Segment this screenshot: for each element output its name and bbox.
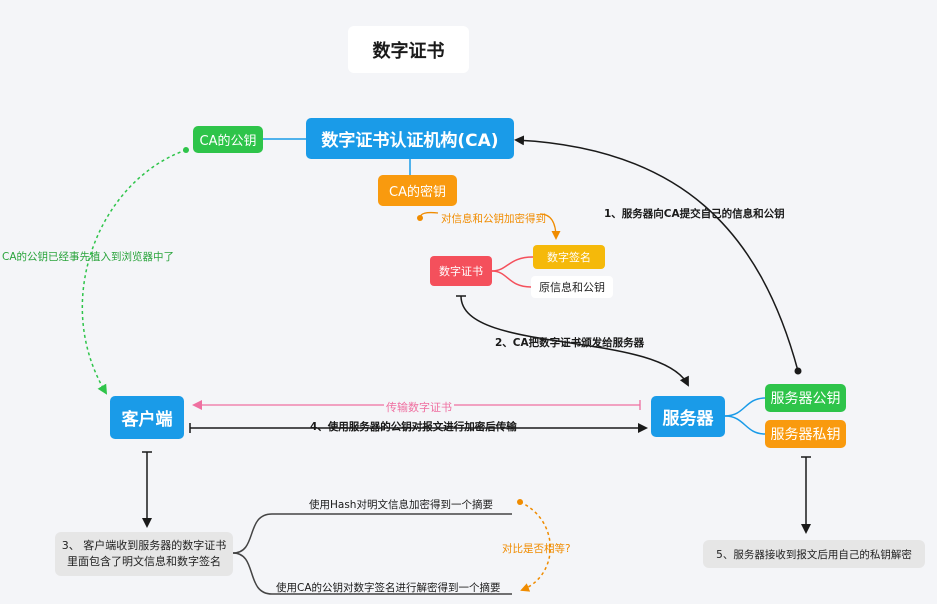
diagram-title: 数字证书 <box>348 26 469 73</box>
compare-arrow <box>519 501 551 592</box>
digital-signature-node: 数字签名 <box>533 245 605 269</box>
step1-label: 1、服务器向CA提交自己的信息和公钥 <box>604 208 785 220</box>
server-branch-pub <box>724 397 766 417</box>
server-public-key-node: 服务器公钥 <box>765 384 846 412</box>
cert-branch-sig <box>491 256 534 272</box>
server-branch-priv <box>724 415 766 435</box>
step2-label: 2、CA把数字证书颁发给服务器 <box>495 337 645 349</box>
step4-label: 4、使用服务器的公钥对报文进行加密后传输 <box>310 421 517 433</box>
step3-box: 3、 客户端收到服务器的数字证书里面包含了明文信息和数字签名 <box>55 532 233 576</box>
encrypt-arrow <box>419 211 556 238</box>
preinstall-arrow <box>81 149 187 395</box>
step2-arrow <box>460 295 689 387</box>
decrypt-digest-label: 使用CA的公钥对数字签名进行解密得到一个摘要 <box>276 582 501 594</box>
compare-label: 对比是否相等? <box>502 543 571 555</box>
step3-branch-decrypt <box>232 552 512 595</box>
ca-authority-node: 数字证书认证机构(CA) <box>306 118 514 159</box>
hash-digest-label: 使用Hash对明文信息加密得到一个摘要 <box>309 499 493 511</box>
ca-private-key-node: CA的密钥 <box>378 175 457 206</box>
step1-arrow <box>514 135 799 372</box>
digital-certificate-node: 数字证书 <box>430 256 492 286</box>
step3-branch-hash <box>232 513 512 554</box>
encrypt-label: 对信息和公钥加密得到 <box>441 213 546 225</box>
ca-public-key-node: CA的公钥 <box>193 126 263 153</box>
server-private-key-node: 服务器私钥 <box>765 420 846 448</box>
transmit-cert-label: 传输数字证书 <box>384 399 454 415</box>
preinstalled-label: CA的公钥已经事先植入到浏览器中了 <box>2 251 175 263</box>
step5-box: 5、服务器接收到报文后用自己的私钥解密 <box>703 540 925 568</box>
cert-branch-orig <box>491 270 532 288</box>
server-node: 服务器 <box>651 396 725 437</box>
original-info-node: 原信息和公钥 <box>531 276 613 298</box>
client-node: 客户端 <box>110 396 184 439</box>
